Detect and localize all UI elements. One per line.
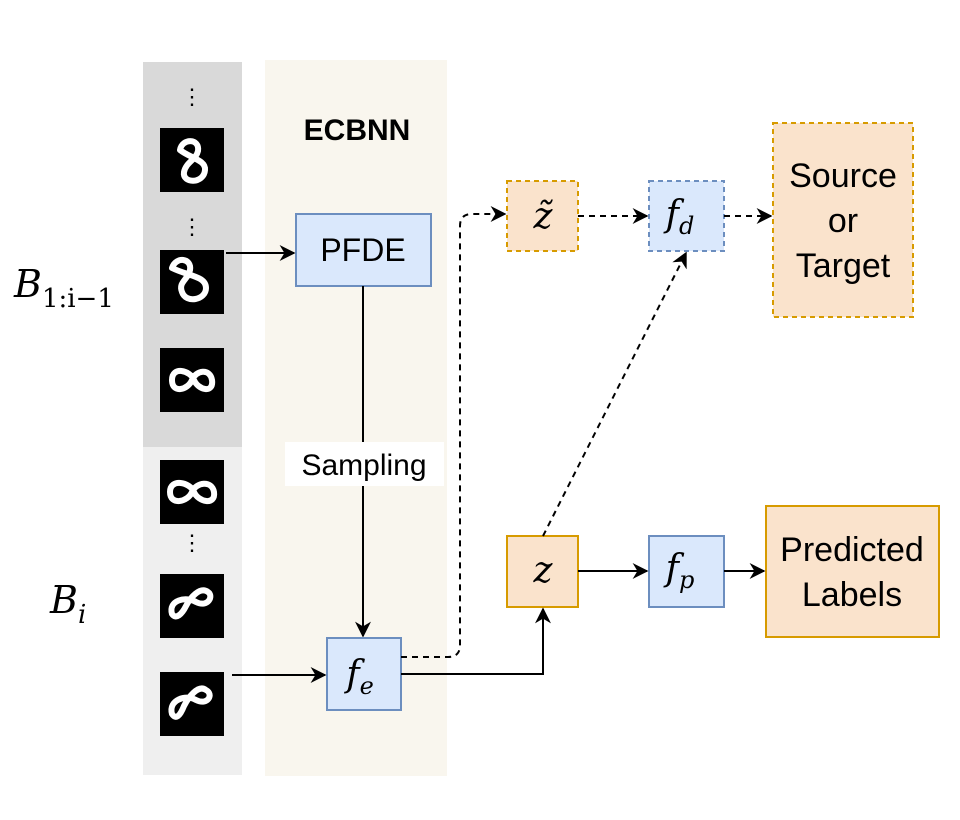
- label-current-batch-main: B: [49, 578, 78, 622]
- label-previous-batches: B1:i−1: [13, 262, 114, 314]
- predicted-labels-line-2: Labels: [802, 576, 902, 614]
- digit-image: [160, 250, 224, 314]
- digit-image: [160, 672, 224, 736]
- fp-label-sub: p: [679, 566, 694, 594]
- fd-box: [648, 180, 725, 252]
- z-box: [506, 535, 579, 608]
- z-tilde-label: z̃: [533, 196, 554, 237]
- ecbnn-title: ECBNN: [304, 114, 411, 147]
- sampling-label: Sampling: [301, 449, 426, 482]
- fe-box: [326, 637, 402, 711]
- digit-image: [160, 460, 224, 524]
- label-previous-batches-main: B: [13, 262, 42, 306]
- label-current-batch: Bi: [49, 578, 86, 630]
- z-label: z: [533, 550, 554, 591]
- source-target-line-2: or: [828, 202, 858, 240]
- digit-image: [160, 128, 224, 192]
- ellipsis-lower: ⋮: [181, 530, 203, 555]
- pfde-box: [295, 213, 432, 287]
- ellipsis-top: ⋮: [181, 84, 203, 109]
- arrow-fe-to-z: [401, 607, 551, 675]
- source-target-line-1: Source: [789, 157, 897, 195]
- predicted-labels-box: [765, 505, 940, 638]
- fp-box: [648, 535, 725, 608]
- arrow-fe-to-z-tilde: [401, 206, 507, 658]
- digit-image: [160, 574, 224, 638]
- ellipsis-middle: ⋮: [181, 214, 203, 239]
- source-target-box: [772, 122, 914, 318]
- fd-label-sub: d: [679, 212, 694, 240]
- predicted-labels-line-1: Predicted: [780, 531, 924, 569]
- z-tilde-box: [506, 180, 579, 252]
- label-current-batch-sub: i: [78, 600, 86, 630]
- arrow-z-to-fd: [542, 251, 687, 537]
- pfde-label: PFDE: [320, 232, 405, 268]
- sampling-label-bg: [285, 442, 444, 486]
- fe-label-sub: e: [360, 672, 374, 700]
- label-previous-batches-sub: 1:i−1: [42, 284, 114, 314]
- source-target-line-3: Target: [796, 247, 891, 285]
- digit-image: [160, 348, 224, 412]
